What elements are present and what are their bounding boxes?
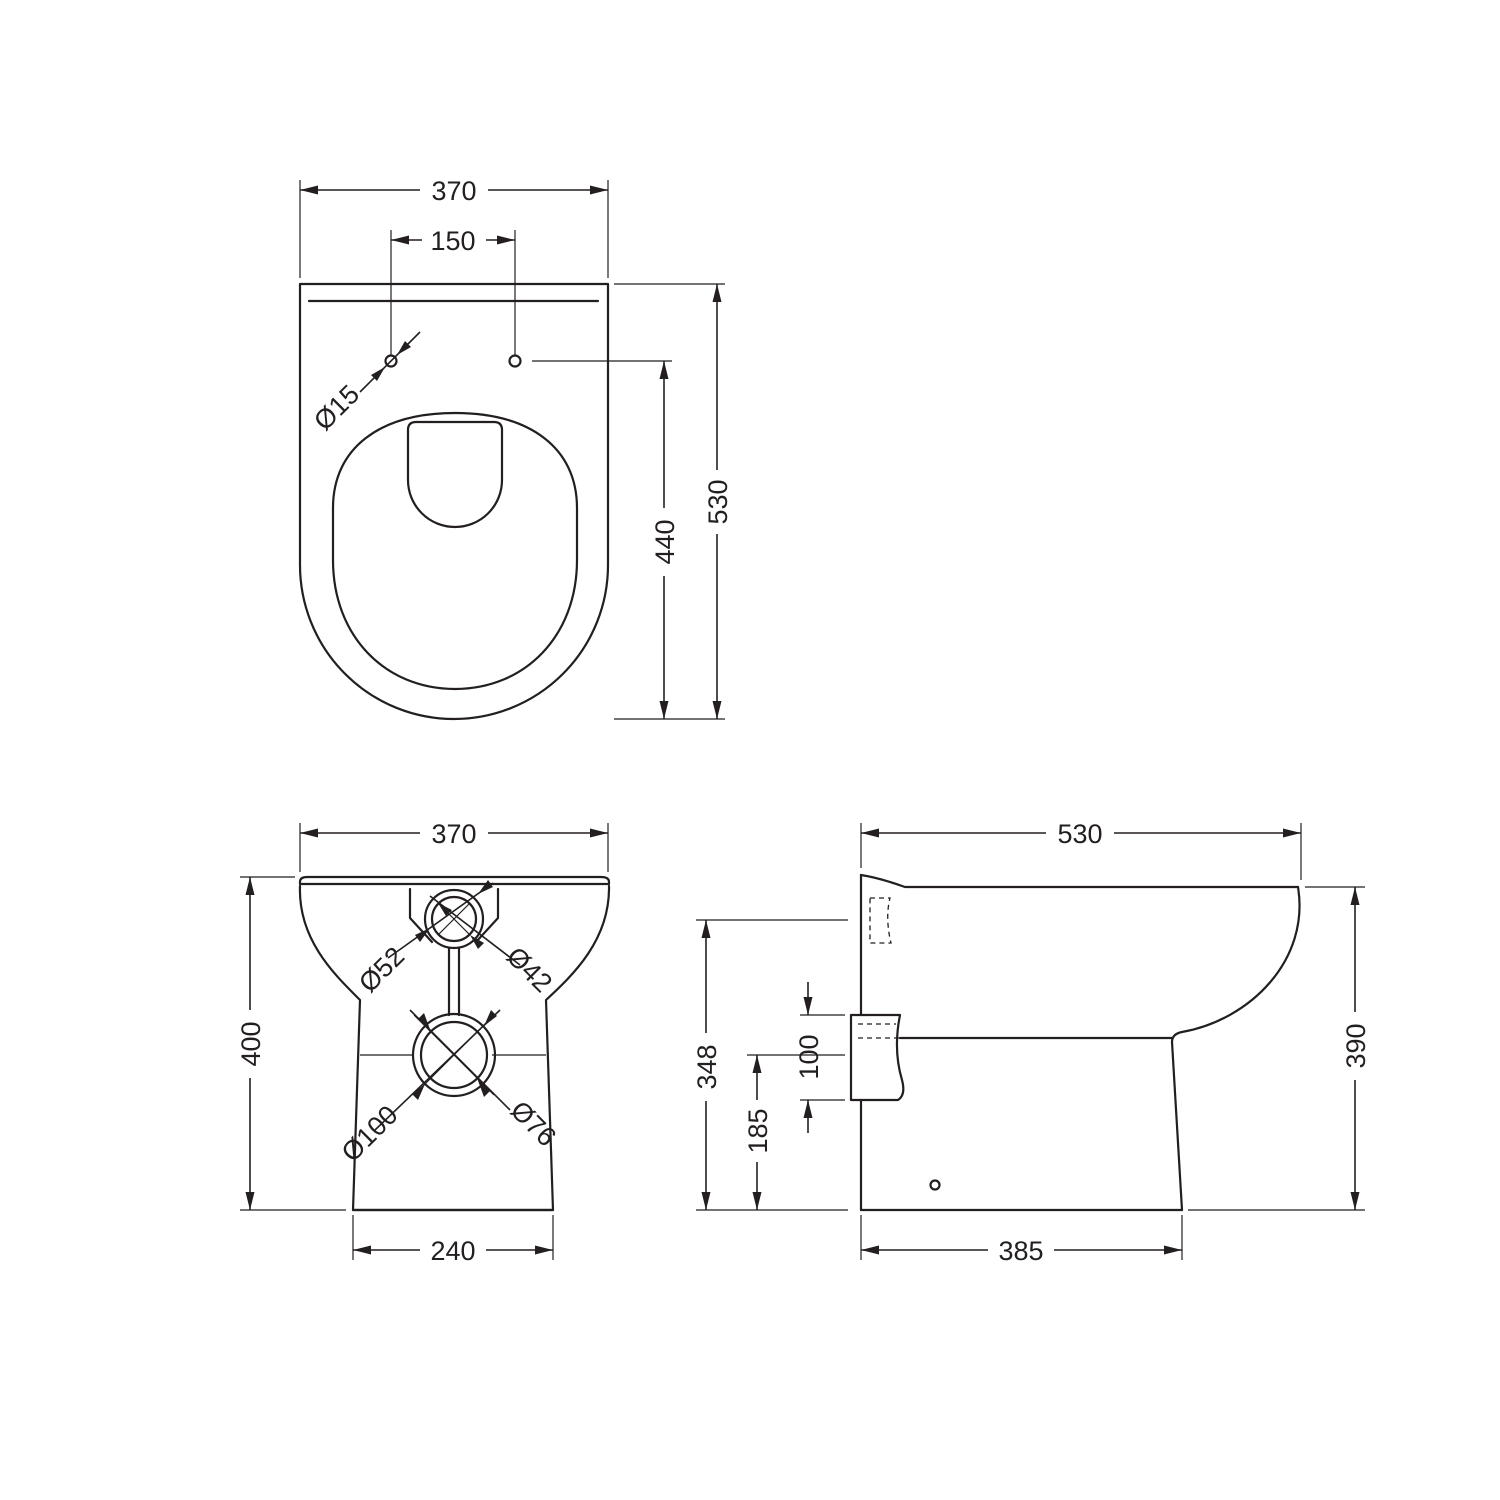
front-inlet-outer bbox=[423, 888, 485, 950]
side-dimensions: 530 390 348 185 100 bbox=[692, 819, 1371, 1266]
front-outlet-outer bbox=[411, 1012, 497, 1098]
side-inlet-height-label: 348 bbox=[692, 1044, 722, 1089]
front-view bbox=[298, 875, 611, 1212]
front-width-label: 370 bbox=[431, 819, 476, 849]
front-outlet-inner bbox=[419, 1020, 489, 1090]
side-outlet-height-label: 185 bbox=[743, 1108, 773, 1153]
front-inlet-inner bbox=[430, 895, 478, 943]
plan-dimensions: 370 150 Ø15 440 530 bbox=[299, 176, 733, 720]
plan-width-label: 370 bbox=[431, 176, 476, 206]
front-base-width-label: 240 bbox=[430, 1236, 475, 1266]
side-outlet-box bbox=[849, 1013, 905, 1102]
side-height-label: 390 bbox=[1341, 1023, 1371, 1068]
plan-seat-cutout bbox=[406, 420, 504, 529]
front-outlet-inner-label: Ø76 bbox=[505, 1095, 562, 1152]
side-seat-top bbox=[859, 873, 1300, 889]
plan-seat bbox=[331, 411, 579, 691]
plan-tap-hole-left bbox=[384, 354, 398, 368]
plan-depth-to-tap-label: 440 bbox=[650, 519, 680, 564]
front-inlet-outer-label: Ø52 bbox=[353, 941, 410, 998]
plan-depth-label: 530 bbox=[703, 479, 733, 524]
front-height-label: 400 bbox=[236, 1021, 266, 1066]
side-depth-label: 530 bbox=[1057, 819, 1102, 849]
front-seat-rim bbox=[298, 875, 611, 886]
side-view bbox=[849, 873, 1301, 1212]
plan-outline bbox=[298, 282, 610, 721]
side-inlet-dashed bbox=[869, 897, 892, 944]
plan-view bbox=[298, 282, 610, 721]
plan-tap-hole-label: Ø15 bbox=[308, 379, 365, 436]
plan-tap-hole-right bbox=[508, 354, 522, 368]
front-inlet-inner-label: Ø42 bbox=[501, 941, 558, 998]
side-fixing-hole bbox=[929, 1179, 941, 1191]
plan-tap-centres-label: 150 bbox=[430, 226, 475, 256]
front-body-outline bbox=[298, 884, 611, 1212]
side-bowl-outline bbox=[1170, 885, 1301, 1044]
side-base-depth-label: 385 bbox=[998, 1236, 1043, 1266]
side-outlet-size-label: 100 bbox=[794, 1034, 824, 1079]
front-outlet-outer-label: Ø100 bbox=[336, 1100, 404, 1168]
